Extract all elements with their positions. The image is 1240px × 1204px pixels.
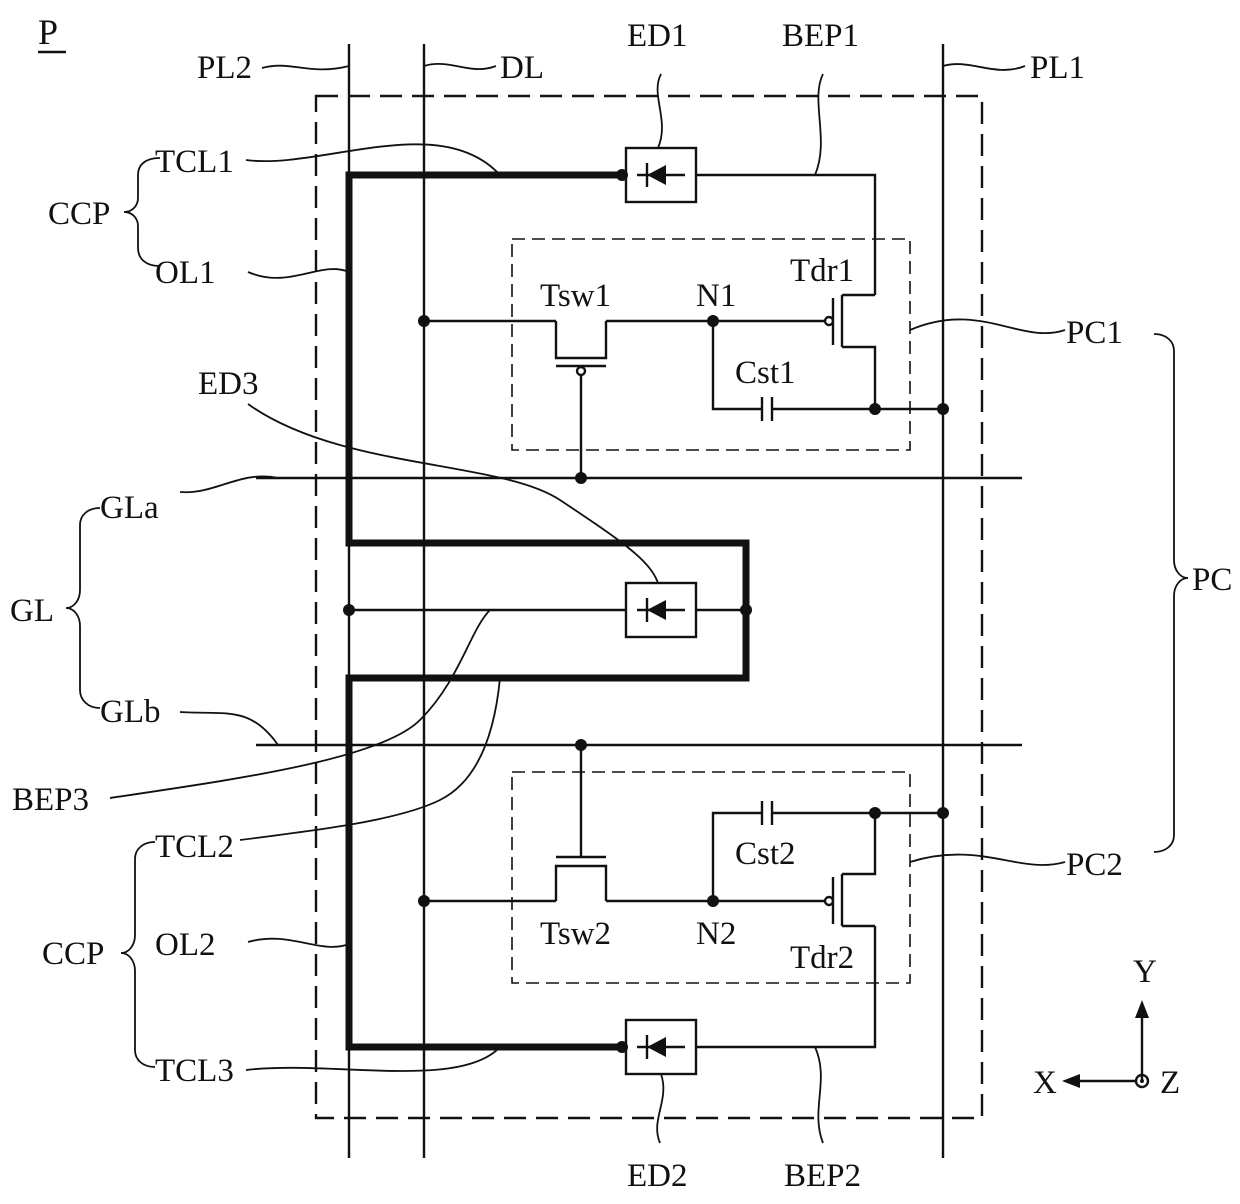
tsw1-channel (556, 321, 606, 358)
bep1-leader (815, 74, 823, 175)
glb-label: GLb (100, 694, 161, 730)
gl-brace (66, 508, 100, 708)
pc2-leader (910, 855, 1065, 865)
ol1-leader (248, 269, 349, 278)
bep3-leader (110, 610, 490, 798)
junction-dot (616, 169, 628, 181)
x-axis-label: X (1033, 1065, 1057, 1101)
junction-dot (343, 604, 355, 616)
pc-label: PC (1192, 562, 1232, 598)
ed1-leader (658, 74, 662, 148)
glb-leader (180, 712, 278, 745)
z-axis-label: Z (1160, 1065, 1180, 1101)
figure-label-text: P (38, 12, 58, 52)
tcl3-leader (246, 1047, 500, 1071)
junction-dot (707, 895, 719, 907)
junction-dot (418, 315, 430, 327)
junction-dot (869, 403, 881, 415)
ccp-top-label: CCP (48, 196, 110, 232)
x-axis-arrow-icon (1062, 1074, 1080, 1088)
tcl1-leader (246, 144, 500, 175)
junction-dot (869, 807, 881, 819)
ed2-label: ED2 (627, 1158, 688, 1194)
junction-dot (937, 403, 949, 415)
dl-leader (424, 64, 496, 69)
tsw2-channel (556, 866, 606, 901)
junction-dot (707, 315, 719, 327)
figure-label: P (38, 12, 66, 52)
ed2-leader (657, 1074, 663, 1143)
ol1-label: OL1 (155, 255, 216, 291)
bep1-label: BEP1 (782, 18, 859, 54)
ed3-device (626, 583, 696, 637)
dl-label: DL (500, 50, 544, 86)
tcl2-label: TCL2 (155, 829, 234, 865)
bep2-leader (815, 1047, 823, 1143)
n2-label: N2 (696, 916, 736, 952)
tcl2-leader (240, 678, 500, 840)
tsw2-label: Tsw2 (540, 916, 611, 952)
cst1-label: Cst1 (735, 355, 796, 391)
axes-indicator (1062, 1000, 1149, 1088)
gla-label: GLa (100, 490, 159, 526)
ccp-bottom-label: CCP (42, 936, 104, 972)
pl1-leader (943, 64, 1025, 70)
ed2-device (626, 1020, 696, 1074)
cst2-label: Cst2 (735, 836, 796, 872)
ccp-bottom-brace (121, 842, 155, 1067)
y-axis-arrow-icon (1135, 1000, 1149, 1018)
bep3-label: BEP3 (12, 782, 89, 818)
tdr2-label: Tdr2 (790, 940, 854, 976)
z-axis-dot-icon (1140, 1079, 1144, 1083)
junction-dot (575, 739, 587, 751)
pc1-label: PC1 (1066, 315, 1123, 351)
pc2-label: PC2 (1066, 847, 1123, 883)
ed3-label: ED3 (198, 366, 259, 402)
junction-dot (418, 895, 430, 907)
junction-dot (616, 1041, 628, 1053)
tdr1-source (842, 347, 875, 409)
pc1-leader (910, 319, 1065, 333)
tsw1-label: Tsw1 (540, 278, 611, 314)
ed1-device (626, 148, 696, 202)
pixel-circuit-1 (424, 295, 943, 478)
gl-label: GL (10, 593, 54, 629)
ed3-leader (248, 404, 658, 583)
tcl3-label: TCL3 (155, 1053, 234, 1089)
bep2-label: BEP2 (784, 1158, 861, 1194)
tsw1-gate-bubble (577, 367, 585, 375)
y-axis-label: Y (1133, 954, 1157, 990)
ol2-label: OL2 (155, 927, 216, 963)
tdr2-source (842, 813, 875, 874)
ed1-label: ED1 (627, 18, 688, 54)
ol2-leader (248, 939, 349, 947)
labels: PL2 DL PL1 ED1 BEP1 TCL1 CCP OL1 Tsw1 N1… (10, 18, 1232, 1194)
pl1-label: PL1 (1030, 50, 1085, 86)
n1-label: N1 (696, 278, 736, 314)
pc-brace (1154, 334, 1188, 852)
junction-dot (937, 807, 949, 819)
tdr1-label: Tdr1 (790, 253, 854, 289)
pl2-label: PL2 (197, 50, 252, 86)
pl2-leader (262, 66, 349, 70)
junction-dot (740, 604, 752, 616)
leader-lines (110, 64, 1065, 1143)
junction-dot (575, 472, 587, 484)
tcl1-label: TCL1 (155, 144, 234, 180)
